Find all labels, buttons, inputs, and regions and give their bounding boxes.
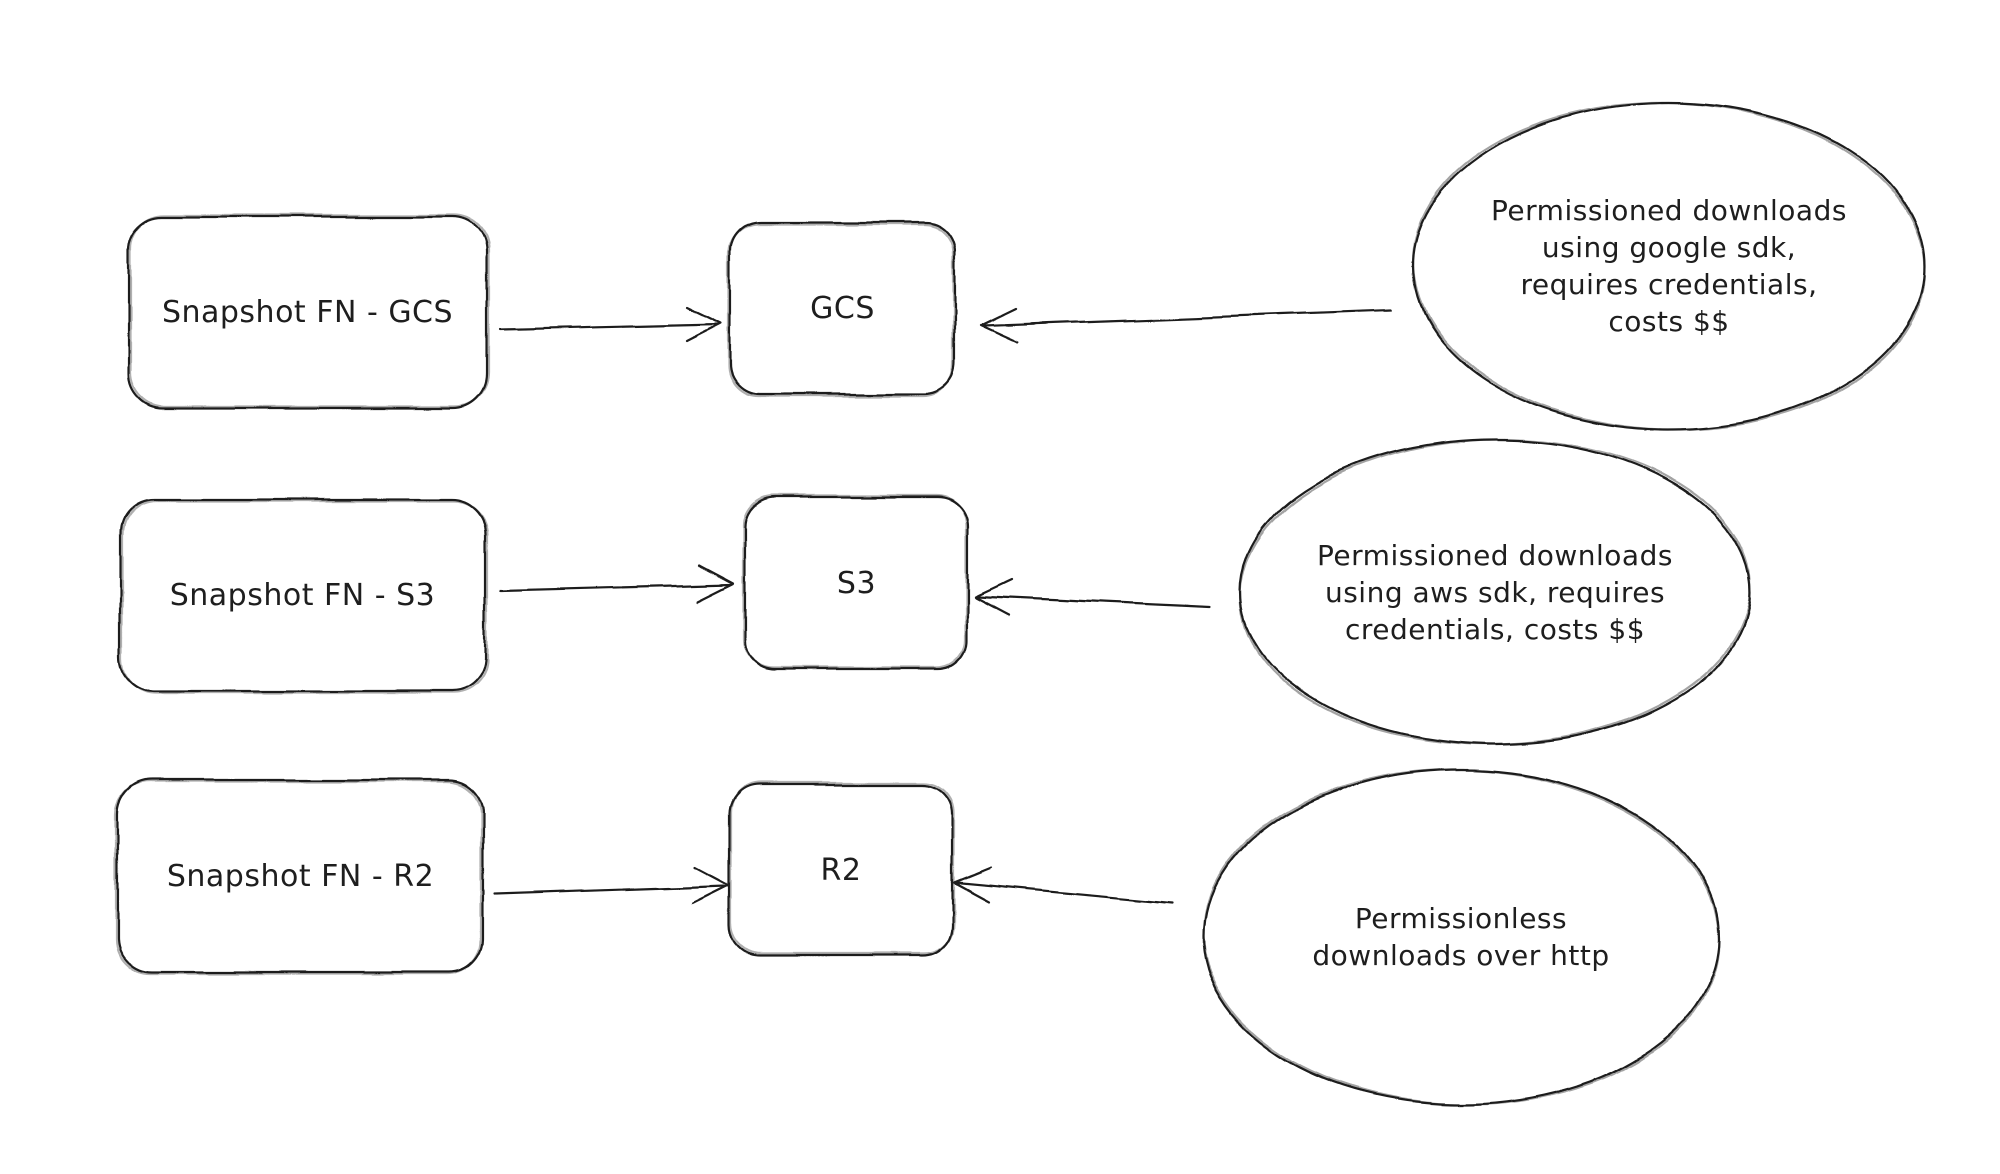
arrow-s3-source-to-bucket bbox=[498, 582, 734, 592]
arrow-r2-source-to-bucket bbox=[492, 884, 729, 896]
arrow-gcs-note-to-bucket-head bbox=[978, 307, 1019, 345]
arrow-s3-note-to-bucket bbox=[975, 594, 1212, 609]
arrow-gcs-note-to-bucket bbox=[980, 309, 1392, 328]
bucket-box-shape-r2-sketch bbox=[730, 781, 955, 955]
bucket-box-shape-s3-sketch bbox=[742, 494, 968, 670]
note-ellipse-shape-s3-sketch bbox=[1234, 431, 1756, 753]
arrow-gcs-source-to-bucket-head bbox=[684, 305, 723, 343]
note-ellipse-shape-r2-sketch bbox=[1197, 762, 1725, 1112]
arrow-r2-note-to-bucket-head bbox=[952, 866, 993, 904]
source-box-shape-s3 bbox=[118, 498, 487, 693]
arrow-r2-source-to-bucket-head bbox=[691, 865, 731, 905]
arrow-r2-note-to-bucket bbox=[954, 881, 1174, 905]
bucket-box-shape-r2 bbox=[728, 783, 954, 957]
bucket-box-shape-gcs-sketch bbox=[727, 222, 955, 398]
arrow-s3-note-to-bucket-head bbox=[973, 577, 1013, 616]
arrow-s3-source-to-bucket-head bbox=[696, 563, 736, 603]
source-box-shape-r2 bbox=[116, 778, 485, 974]
arrow-gcs-source-to-bucket bbox=[498, 322, 721, 331]
source-box-shape-s3-sketch bbox=[120, 500, 489, 694]
bucket-box-shape-gcs bbox=[728, 220, 957, 396]
source-box-shape-gcs bbox=[126, 215, 489, 410]
bucket-box-shape-s3 bbox=[743, 495, 970, 672]
source-box-shape-gcs-sketch bbox=[128, 214, 491, 408]
source-box-shape-r2-sketch bbox=[114, 780, 483, 975]
note-ellipse-shape-gcs-sketch bbox=[1407, 94, 1931, 438]
